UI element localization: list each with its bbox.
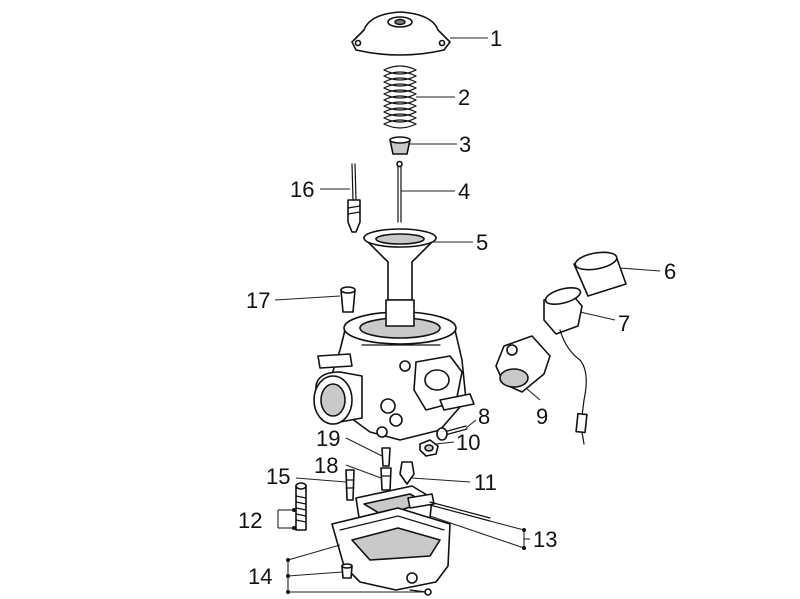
callout-4: 4 [458,179,470,204]
callout-7: 7 [618,311,630,336]
callout-11: 11 [474,470,497,495]
part-17-plug [340,286,356,313]
part-3-retainer [389,136,411,155]
part-11-float-needle [399,461,415,485]
callout-19: 19 [316,426,340,451]
callout-5: 5 [476,230,488,255]
leader-lines [274,37,661,593]
part-7-auto-choke [543,286,588,445]
part-19-pilot-jet [381,447,391,467]
callout-9: 9 [536,404,548,429]
callout-13: 13 [533,527,557,552]
part-8-screw [436,425,468,441]
callout-labels: 1 2 3 4 5 6 7 8 9 10 11 12 13 14 15 16 1… [238,26,676,589]
callout-17: 17 [246,288,270,313]
callout-14: 14 [248,564,272,589]
part-18-main-jet-holder [380,467,392,491]
callout-6: 6 [664,259,676,284]
callout-10: 10 [456,430,480,455]
callout-2: 2 [458,85,470,110]
callout-8: 8 [478,404,490,429]
callout-3: 3 [459,132,471,157]
part-1-diaphragm-cover [351,11,451,56]
callout-1: 1 [490,26,502,51]
callout-15: 15 [266,464,290,489]
callout-16: 16 [290,177,314,202]
part-9-choke-cover [495,335,551,393]
callout-18: 18 [314,453,338,478]
part-12-idle-screw [295,482,307,531]
part-10-nut [419,439,439,457]
part-5-throttle-slide [363,228,437,301]
bracket-dots [286,508,526,594]
part-15-screw [345,469,355,501]
part-4-jet-needle [396,160,403,223]
carburetor-body [313,299,475,441]
part-2-spring [383,65,417,129]
callout-12: 12 [238,508,262,533]
part-6-rubber-cap [573,251,627,297]
part-16-mixture-screw [347,163,361,233]
